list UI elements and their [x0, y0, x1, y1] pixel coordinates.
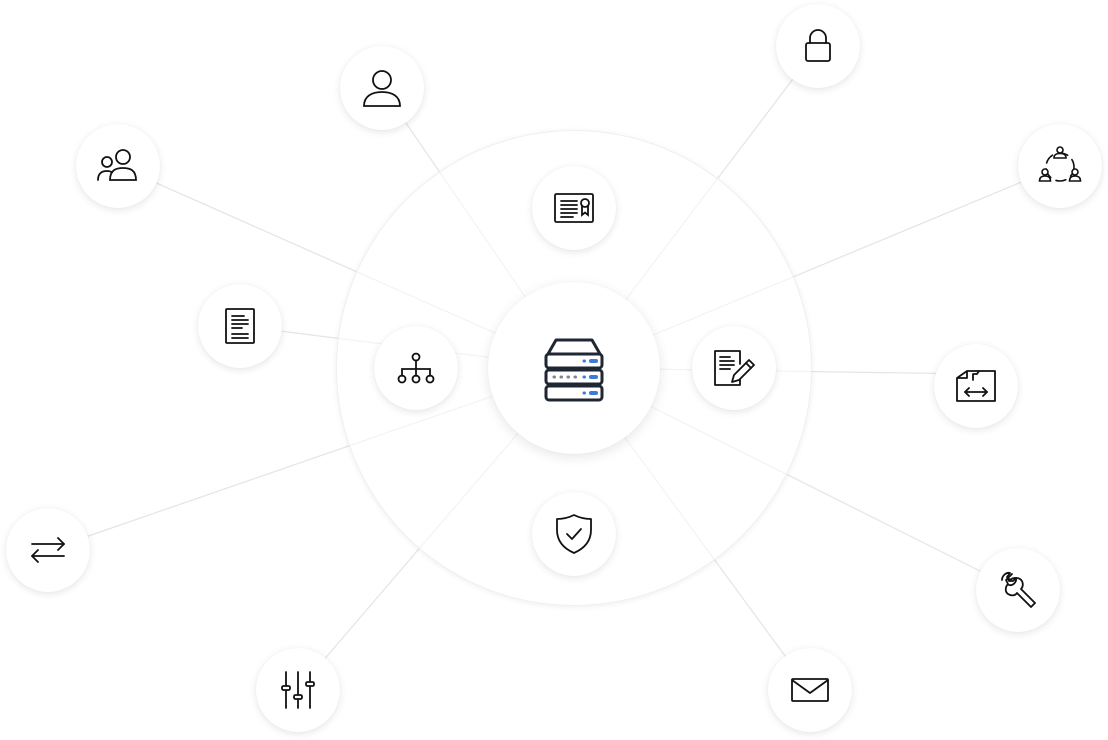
node-lock[interactable]: [776, 4, 860, 88]
node-user[interactable]: [340, 46, 424, 130]
node-document[interactable]: [198, 284, 282, 368]
edit-document-icon: [712, 348, 756, 388]
node-hierarchy[interactable]: [374, 326, 458, 410]
node-users-group[interactable]: [76, 124, 160, 208]
lock-icon: [803, 28, 833, 64]
file-transfer-icon: [955, 368, 997, 404]
node-mail[interactable]: [768, 648, 852, 732]
shield-check-icon: [554, 512, 594, 556]
node-certificate[interactable]: [532, 166, 616, 250]
document-icon: [224, 307, 256, 345]
node-wrench[interactable]: [976, 548, 1060, 632]
node-shield[interactable]: [532, 492, 616, 576]
users-group-icon: [96, 148, 140, 184]
node-arrows[interactable]: [6, 508, 90, 592]
arrows-exchange-icon: [28, 535, 68, 565]
mail-icon: [790, 676, 830, 704]
sliders-icon: [278, 669, 318, 711]
server-stack-icon: [532, 326, 616, 410]
node-network-hub[interactable]: [1018, 124, 1102, 208]
node-sliders[interactable]: [256, 648, 340, 732]
wrench-icon: [998, 570, 1038, 610]
user-icon: [360, 66, 404, 110]
node-file-transfer[interactable]: [934, 344, 1018, 428]
node-edit-document[interactable]: [692, 326, 776, 410]
hierarchy-icon: [396, 352, 436, 384]
network-circle-icon: [1038, 144, 1082, 188]
hub-node[interactable]: [488, 282, 660, 454]
certificate-icon: [553, 191, 595, 225]
